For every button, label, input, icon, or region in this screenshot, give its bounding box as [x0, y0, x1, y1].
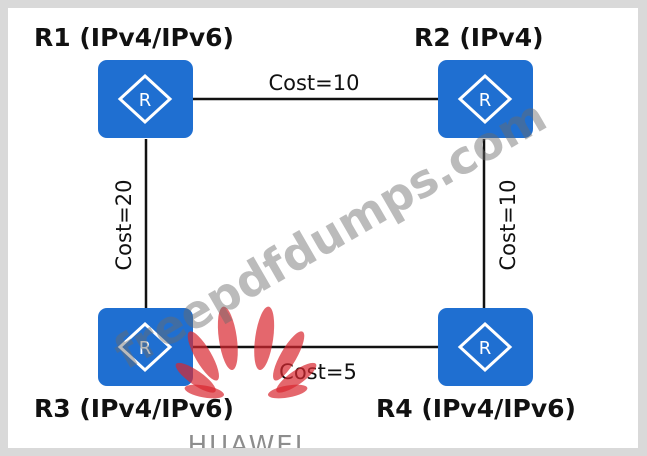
router-r2: R: [438, 60, 533, 138]
router-r1: R: [98, 60, 193, 138]
cost-label-r2-r4: Cost=10: [496, 179, 520, 270]
router-r3: R: [98, 308, 193, 386]
topology-canvas: Cost=10 Cost=20 Cost=10 Cost=5 R R R R: [34, 23, 576, 448]
router-icon: R: [457, 73, 513, 125]
router-r1-label: R1 (IPv4/IPv6): [34, 23, 234, 52]
huawei-logo-wordmark: HUAWEI: [188, 431, 305, 448]
router-r4: R: [438, 308, 533, 386]
router-r3-label: R3 (IPv4/IPv6): [34, 394, 234, 423]
router-icon: R: [117, 321, 173, 373]
cost-label-r1-r2: Cost=10: [268, 71, 359, 95]
svg-text:R: R: [479, 90, 492, 111]
router-r4-box: [438, 308, 533, 386]
router-r4-label: R4 (IPv4/IPv6): [376, 394, 576, 423]
router-icon: R: [457, 321, 513, 373]
svg-text:R: R: [139, 338, 152, 359]
svg-text:R: R: [139, 90, 152, 111]
router-r3-box: [98, 308, 193, 386]
huawei-flower-icon: [175, 306, 317, 399]
router-r1-box: [98, 60, 193, 138]
router-r2-box: [438, 60, 533, 138]
svg-text:R: R: [479, 338, 492, 359]
network-topology-diagram: Cost=10 Cost=20 Cost=10 Cost=5 R R R R: [8, 8, 638, 448]
router-r2-label: R2 (IPv4): [414, 23, 544, 52]
cost-label-r1-r3: Cost=20: [112, 179, 136, 270]
router-icon: R: [117, 73, 173, 125]
